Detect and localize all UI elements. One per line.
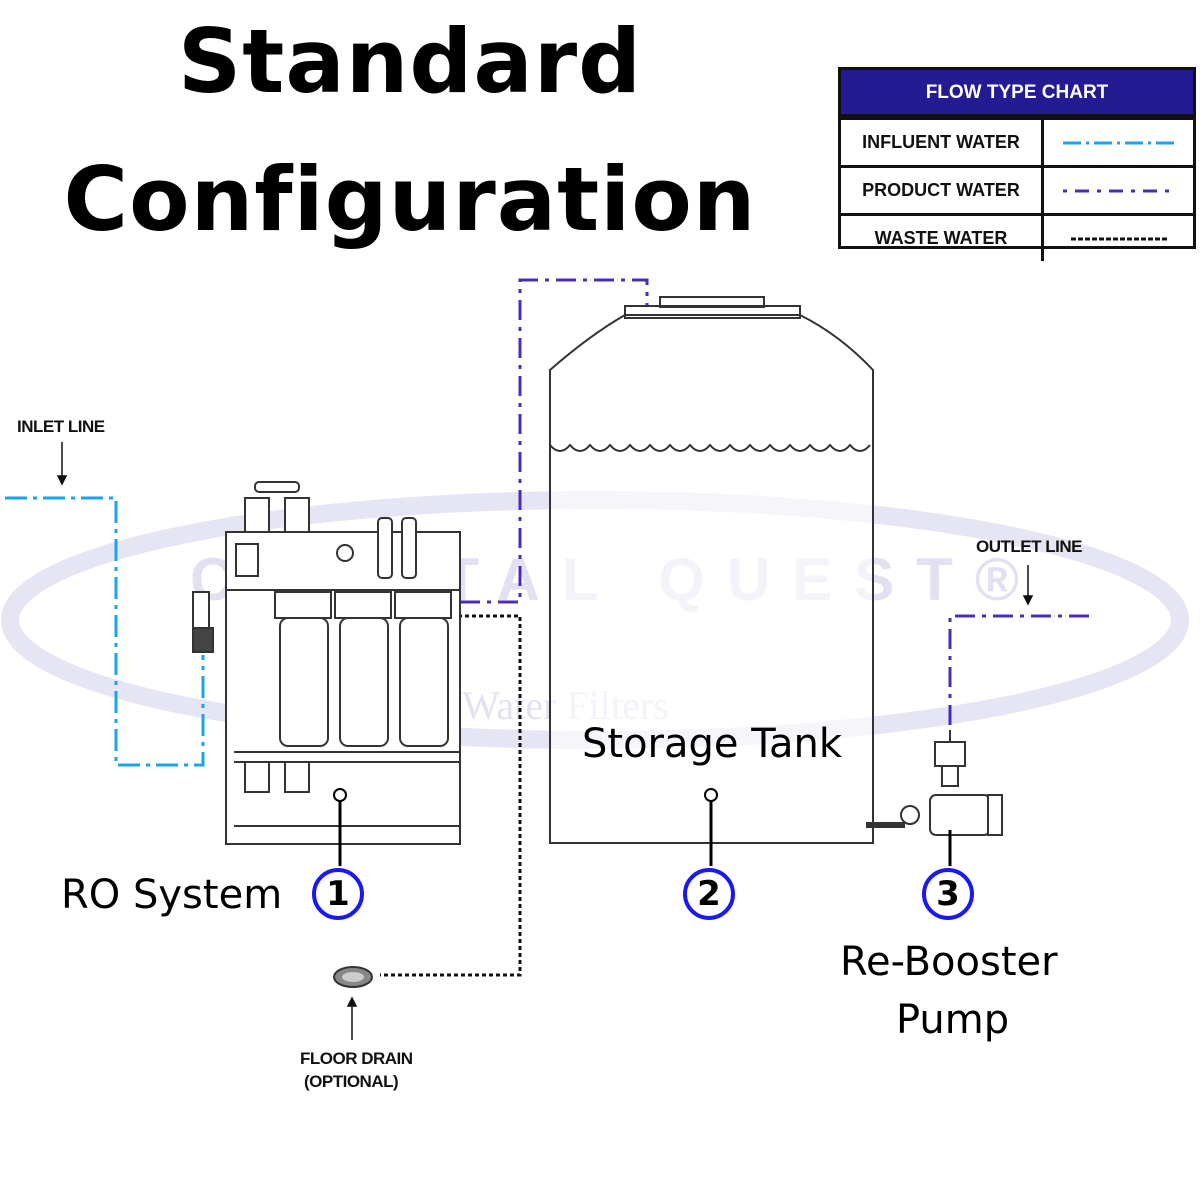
flow-type-legend: FLOW TYPE CHART INFLUENT WATER PRODUCT W…	[838, 67, 1196, 261]
tank-leader-dot	[704, 788, 718, 802]
waste-swatch	[1070, 237, 1167, 240]
legend-label: PRODUCT WATER	[841, 168, 1044, 213]
booster-pump-label-line-1: Re-Booster	[840, 939, 1058, 985]
storage-tank-drawing	[549, 296, 874, 844]
inlet-line-label: INLET LINE	[17, 417, 105, 436]
floor-drain-grate	[342, 972, 364, 982]
influent-line	[5, 496, 205, 767]
page-title-line-1: Standard	[177, 10, 643, 113]
floor-drain-optional-label: (OPTIONAL)	[304, 1072, 399, 1091]
component-badge-2: 2	[683, 868, 735, 920]
component-badge-3: 3	[922, 868, 974, 920]
legend-row-waste: WASTE WATER	[841, 213, 1193, 261]
legend-row-influent: INFLUENT WATER	[841, 117, 1193, 165]
product-line	[460, 278, 1095, 725]
arrow-icon	[56, 442, 1034, 1040]
waste-line	[380, 614, 522, 977]
influent-swatch	[1062, 141, 1175, 144]
storage-tank-label: Storage Tank	[582, 721, 843, 767]
product-swatch	[1062, 189, 1175, 192]
ro-system-drawing	[192, 481, 461, 845]
page-title-line-2: Configuration	[63, 148, 757, 251]
legend-label: INFLUENT WATER	[841, 120, 1044, 165]
booster-pump-drawing	[866, 730, 1003, 836]
component-badge-1: 1	[312, 868, 364, 920]
ro-leader-dot	[333, 788, 347, 802]
floor-drain-label: FLOOR DRAIN	[300, 1049, 413, 1068]
outlet-line-label: OUTLET LINE	[976, 537, 1082, 556]
legend-label: WASTE WATER	[841, 216, 1044, 261]
legend-row-product: PRODUCT WATER	[841, 165, 1193, 213]
ro-system-label: RO System	[61, 872, 283, 918]
legend-header: FLOW TYPE CHART	[841, 70, 1193, 117]
booster-pump-label-line-2: Pump	[896, 997, 1010, 1043]
